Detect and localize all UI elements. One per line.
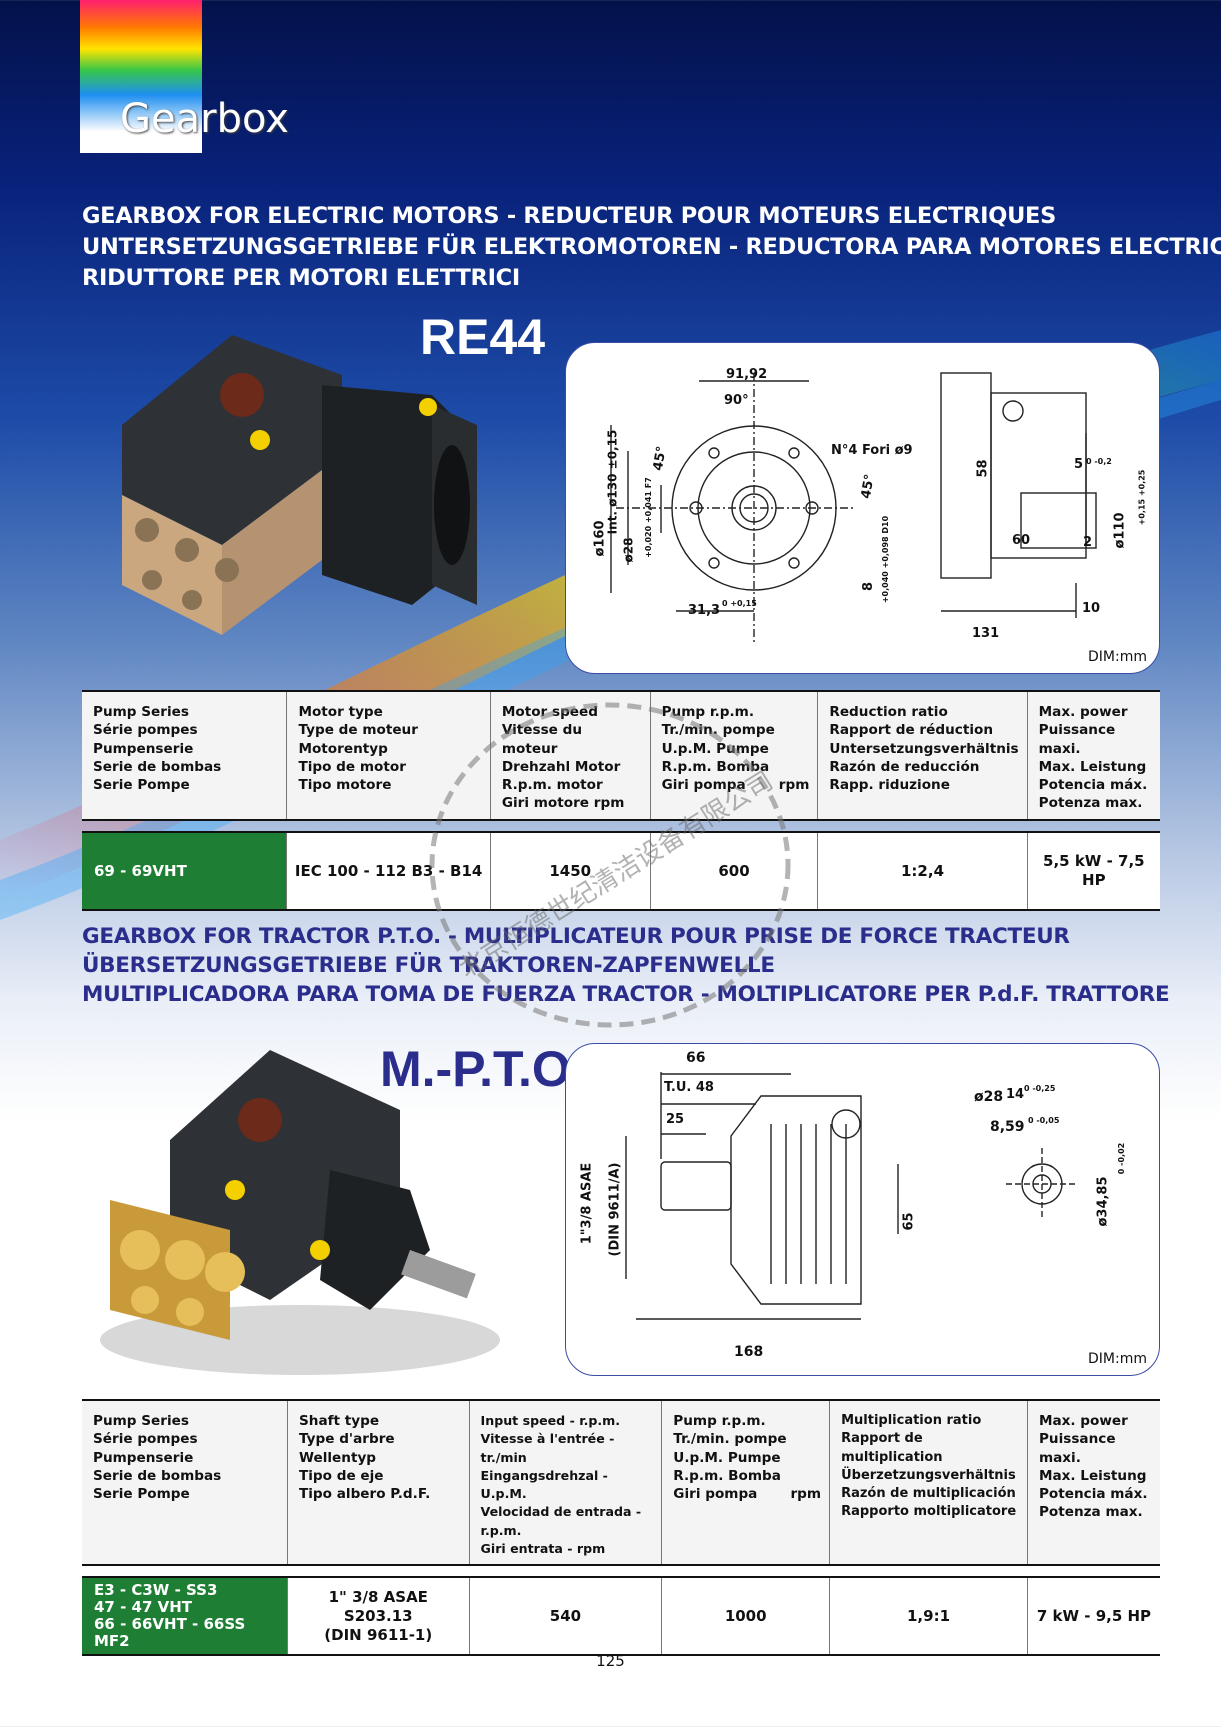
re44-technical-drawing: 91,92 90° 45° N°4 Fori ø9 45° Int. ø130 … [565, 342, 1160, 674]
cell-pump-rpm-2: 1000 [661, 1576, 830, 1657]
mpto-technical-drawing: 66 T.U. 48 25 1"3/8 ASAE (DIN 9611/A) 65… [565, 1043, 1160, 1376]
re44-table-row: 69 - 69VHT IEC 100 - 112 B3 - B14 1450 6… [82, 830, 1160, 911]
dim-90-deg: 90° [724, 393, 749, 408]
dim-91-92: 91,92 [726, 367, 768, 382]
dim-2: 2 [1083, 535, 1093, 550]
dim-28-mpto: ø28 [974, 1089, 1004, 1105]
dim-fori: N°4 Fori ø9 [831, 443, 913, 458]
section2-heading-line3: MULTIPLICADORA PARA TOMA DE FUERZA TRACT… [82, 982, 1170, 1007]
model-re44: RE44 [420, 309, 546, 365]
dim-10: 10 [1082, 601, 1101, 616]
section1-heading-line1: GEARBOX FOR ELECTRIC MOTORS - REDUCTEUR … [82, 203, 1057, 229]
cell-shaft-type: 1" 3/8 ASAE S203.13(DIN 9611-1) [287, 1576, 470, 1657]
dim-65: 65 [901, 1212, 917, 1231]
cell-reduction-ratio: 1:2,4 [817, 830, 1028, 911]
dim-8: 8 [861, 581, 877, 592]
re44-product-photo [122, 335, 477, 635]
cell-input-speed: 540 [468, 1576, 662, 1657]
cell-pump-series: 69 - 69VHT [82, 830, 287, 911]
dim-31-3-tol: 0 +0,15 [722, 599, 757, 608]
dim-66: 66 [686, 1050, 706, 1066]
dim-31-3: 31,3 [688, 603, 721, 618]
section2-heading-line2: ÜBERSETZUNGSGETRIEBE FÜR TRAKTOREN-ZAPFE… [82, 953, 775, 978]
dim-34-85-tol: 0 -0,02 [1117, 1142, 1127, 1175]
page-number: 125 [596, 1652, 625, 1670]
cell-max-power: 5,5 kW - 7,5 HP [1026, 830, 1160, 911]
model-mpto: M.-P.T.O. [380, 1041, 585, 1097]
dim-shaft-din: (DIN 9611/A) [607, 1162, 623, 1257]
cell-multiplication-ratio: 1,9:1 [829, 1576, 1028, 1657]
dim-5-tol: 0 -0,2 [1086, 457, 1112, 466]
re44-drawing-svg [610, 372, 1097, 643]
dim-131: 131 [972, 626, 1000, 641]
cell-pump-rpm: 600 [649, 830, 818, 911]
dim-8-59-tol: 0 -0,05 [1028, 1116, 1060, 1125]
dim-8-59: 8,59 [990, 1119, 1025, 1135]
mpto-product-photo [100, 1050, 500, 1375]
dim-8-tol: +0,040 +0,098 D10 [881, 515, 891, 604]
section-title: Gearbox [120, 96, 289, 142]
section1-heading-line3: RIDUTTORE PER MOTORI ELETTRICI [82, 265, 520, 291]
dim-int-130: Int. ø130 ±0,15 [605, 429, 620, 535]
dim-110: ø110 [1112, 512, 1128, 549]
dim-110-tol: +0,15 +0,25 [1137, 469, 1147, 526]
dim-28: ø28 [621, 537, 636, 563]
dim-34-85: ø34,85 [1095, 1176, 1111, 1227]
re44-dim-unit: DIM:mm [1088, 649, 1147, 665]
dim-shaft-asae: 1"3/8 ASAE [579, 1162, 595, 1245]
dim-25: 25 [666, 1112, 685, 1127]
cell-max-power-2: 7 kW - 9,5 HP [1026, 1576, 1160, 1657]
dim-tu-48: T.U. 48 [664, 1080, 714, 1095]
header-input-speed: Input speed - r.p.m.Vitesse à l'entrée -… [468, 1398, 662, 1567]
mpto-dim-unit: DIM:mm [1088, 1351, 1147, 1367]
cell-motor-speed: 1450 [489, 830, 651, 911]
dim-168: 168 [734, 1344, 764, 1360]
dim-60: 60 [1012, 533, 1031, 548]
section2-heading-line1: GEARBOX FOR TRACTOR P.T.O. - MULTIPLICAT… [82, 924, 1070, 949]
dim-58: 58 [975, 459, 991, 478]
dim-160: ø160 [592, 520, 608, 557]
mpto-drawing-svg [625, 1072, 1078, 1320]
dim-28-tol: +0,020 +0,041 F7 [643, 477, 653, 558]
dim-14: 14 [1006, 1087, 1025, 1102]
cell-motor-type: IEC 100 - 112 B3 - B14 [286, 830, 491, 911]
section1-heading-line2: UNTERSETZUNGSGETRIEBE FÜR ELEKTROMOTOREN… [82, 234, 1221, 260]
dim-14-tol: 0 -0,25 [1024, 1084, 1056, 1093]
section-logo-box [80, 0, 202, 153]
dim-5: 5 [1074, 457, 1084, 472]
